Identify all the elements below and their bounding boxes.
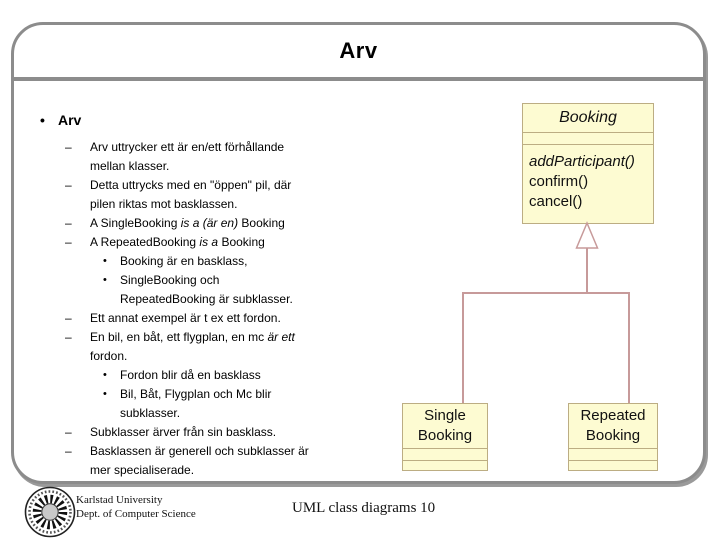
inheritance-arrowhead-icon (575, 221, 599, 249)
bullet-heading-text: Arv (58, 112, 82, 128)
bullet-text: Subklasser ärver från sin basklass. (90, 425, 277, 439)
uml-class-booking: Booking addParticipant() confirm() cancel(… (522, 103, 654, 224)
uml-class-repeated-booking: Repeated Booking (568, 403, 658, 471)
dash-bullet-icon: – (65, 311, 72, 325)
dash-bullet-icon: – (65, 330, 72, 344)
inheritance-connector-left (462, 292, 464, 403)
dot-bullet-icon: • (103, 274, 107, 286)
bullet-text: A SingleBooking is a (är en) Booking (90, 216, 285, 230)
round-bullet-icon: • (40, 112, 45, 128)
bullet-item: – Subklasser ärver från sin basklass. (40, 423, 355, 442)
institution-line1: Karlstad University (76, 494, 163, 506)
bullet-text: Basklassen är generell och subklasser är… (90, 444, 309, 477)
uml-attributes-compartment (523, 132, 653, 144)
uml-attributes-compartment (403, 448, 487, 460)
bullet-text: A RepeatedBooking is a Booking (90, 235, 265, 249)
bullet-item: – Arv uttrycker ett är en/ett förhållande… (40, 138, 355, 176)
university-seal-logo (24, 486, 76, 538)
uml-class-name: Single Booking (417, 407, 473, 444)
uml-method: cancel() (529, 193, 583, 210)
institution-line2: Dept. of Computer Science (76, 508, 196, 520)
uml-class-name: Repeated Booking (580, 407, 646, 444)
inheritance-connector-stem (586, 248, 588, 293)
bullet-text: En bil, en båt, ett flygplan, en mc är e… (90, 330, 295, 363)
bullet-text: Booking är en basklass, (120, 254, 248, 268)
booking-methods: addParticipant() confirm() cancel() (523, 144, 653, 224)
uml-class-single-booking: Single Booking (402, 403, 488, 471)
bullet-text: Bil, Båt, Flygplan och Mc blir subklasse… (120, 387, 272, 420)
uml-attributes-compartment (569, 448, 657, 460)
dash-bullet-icon: – (65, 444, 72, 458)
uml-methods-compartment (569, 460, 657, 471)
bullet-item: – A RepeatedBooking is a Booking (40, 233, 355, 252)
dash-bullet-icon: – (65, 425, 72, 439)
bullet-text: Detta uttrycks med en "öppen" pil, där p… (90, 178, 292, 211)
uml-class-name: Booking (559, 109, 617, 126)
uml-methods-compartment (403, 460, 487, 471)
dot-bullet-icon: • (103, 388, 107, 400)
bullet-item: – Ett annat exempel är t ex ett fordon. (40, 309, 355, 328)
dot-bullet-icon: • (103, 255, 107, 267)
dot-bullet-icon: • (103, 369, 107, 381)
footer-page-label: UML class diagrams 10 (292, 500, 436, 516)
bullet-heading: • Arv (40, 110, 355, 130)
bullet-text: Ett annat exempel är t ex ett fordon. (90, 311, 281, 325)
uml-method: confirm() (529, 173, 589, 190)
slide-title: Arv (339, 38, 378, 63)
bullet-text: SingleBooking och RepeatedBooking är sub… (120, 273, 293, 306)
uml-method: addParticipant() (529, 153, 635, 170)
bullet-item: • Fordon blir då en basklass (40, 366, 355, 385)
inheritance-connector-right (628, 292, 630, 403)
bullet-text: Fordon blir då en basklass (120, 368, 261, 382)
bullet-item: – En bil, en båt, ett flygplan, en mc är … (40, 328, 355, 366)
bullet-item: – Detta uttrycks med en "öppen" pil, där … (40, 176, 355, 214)
bullet-list-container: • Arv – Arv uttrycker ett är en/ett förhål… (40, 110, 355, 480)
bullet-text: Arv uttrycker ett är en/ett förhållande … (90, 140, 285, 173)
dash-bullet-icon: – (65, 140, 72, 154)
bullet-item: • Bil, Båt, Flygplan och Mc blir subklass… (40, 385, 355, 423)
bullet-list: – Arv uttrycker ett är en/ett förhållande… (40, 138, 355, 480)
institution-text: Karlstad University Dept. of Computer Sc… (76, 493, 196, 521)
inheritance-connector-horizontal (462, 292, 630, 294)
bullet-item: – A SingleBooking is a (är en) Booking (40, 214, 355, 233)
bullet-item: • SingleBooking och RepeatedBooking är su… (40, 271, 355, 309)
dash-bullet-icon: – (65, 178, 72, 192)
dash-bullet-icon: – (65, 216, 72, 230)
bullet-item: – Basklassen är generell och subklasser ä… (40, 442, 355, 480)
title-divider (13, 77, 704, 81)
bullet-item: • Booking är en basklass, (40, 252, 355, 271)
dash-bullet-icon: – (65, 235, 72, 249)
